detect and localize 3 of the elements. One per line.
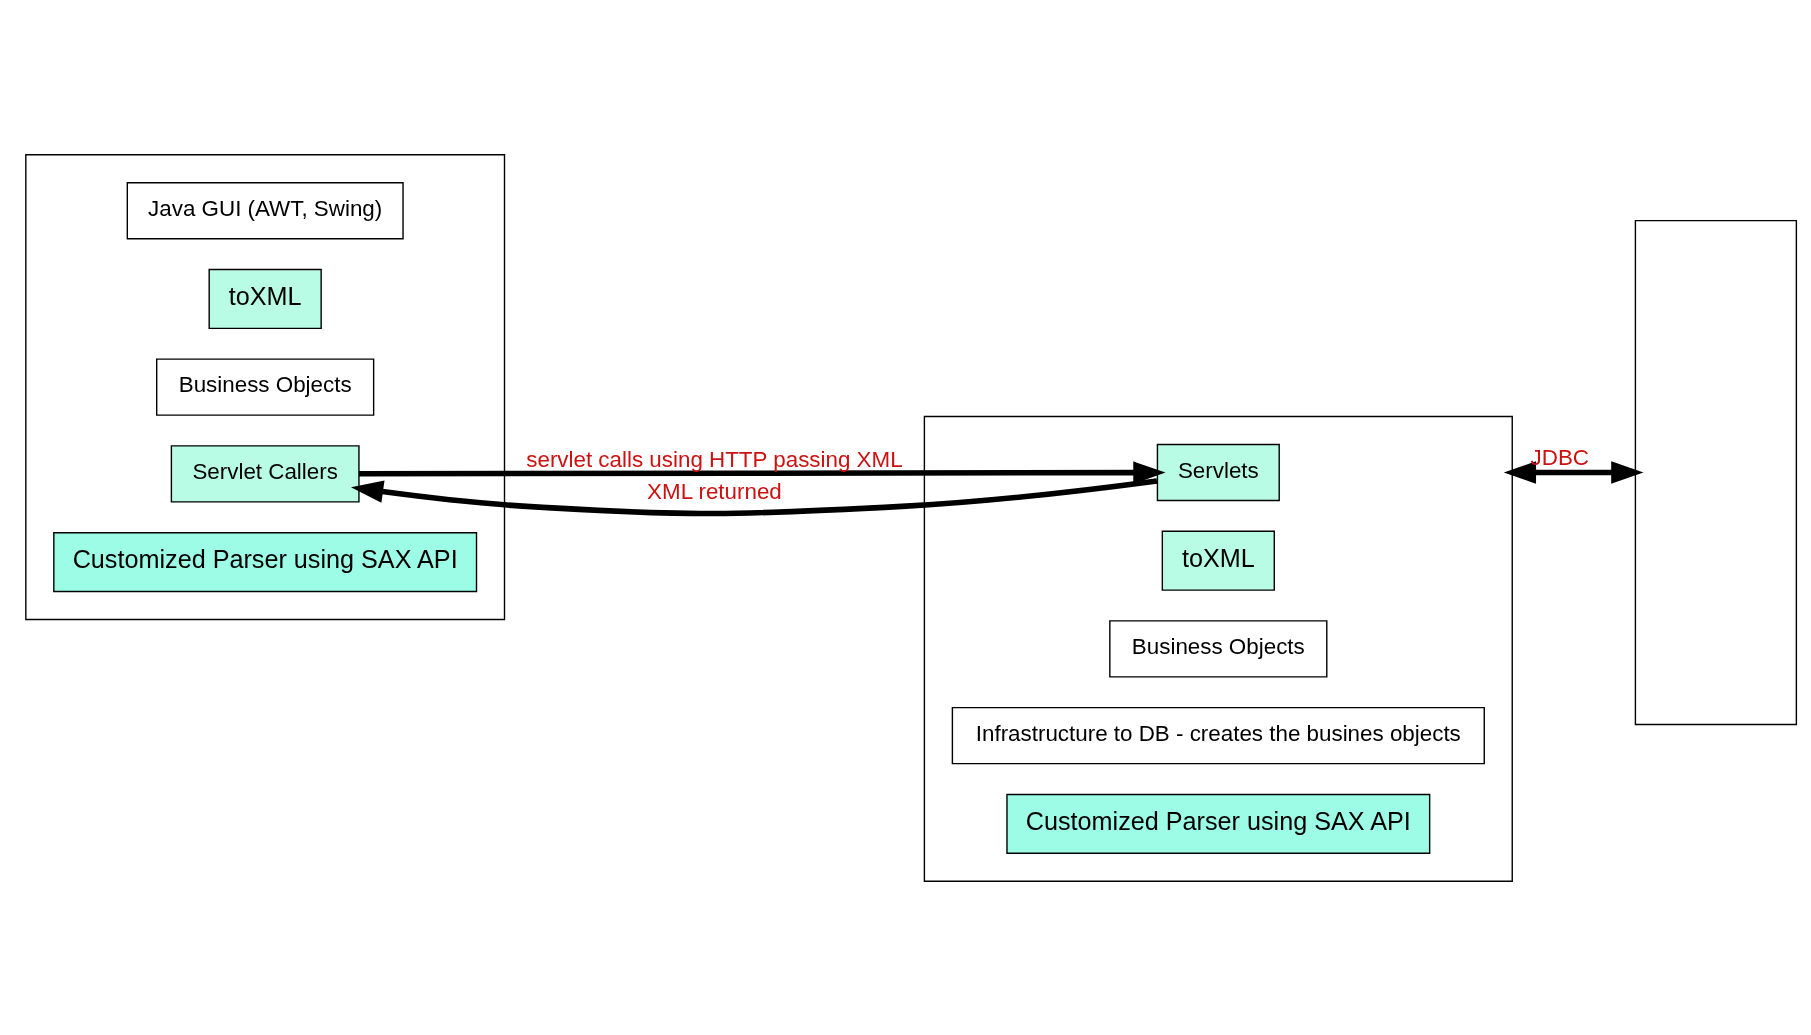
edge-label: servlet calls using HTTP passing XML [526,446,903,472]
edge-label: JDBC [1530,444,1590,470]
edge-label: XML returned [647,478,782,504]
